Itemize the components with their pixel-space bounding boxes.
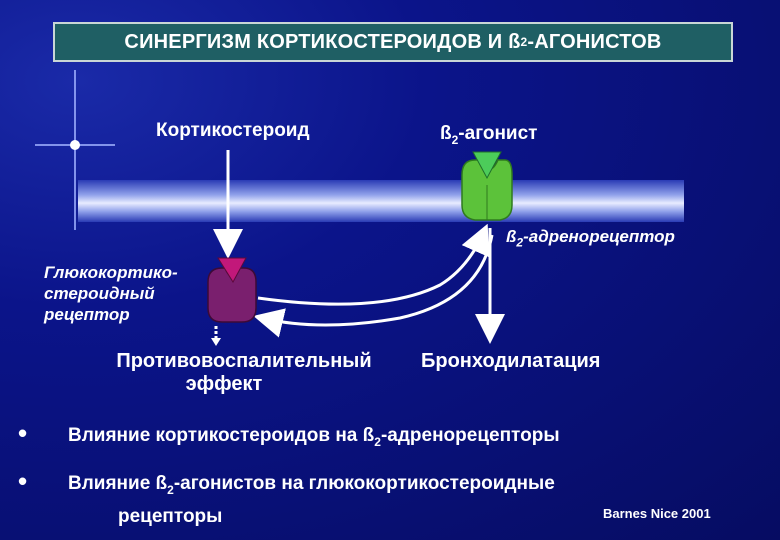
bronchodilation-label: Бронходилатация xyxy=(421,350,601,372)
bullet-1-text: Влияние кортикостероидов на ß2-адренорец… xyxy=(68,425,560,449)
agonist-label: ß2-агонист xyxy=(440,123,538,147)
agonist-pre: ß xyxy=(440,123,452,144)
citation: Barnes Nice 2001 xyxy=(603,506,711,521)
gluco-receptor-label: Глюкокортико- стероидный рецептор xyxy=(44,262,178,325)
corticosteroid-ligand-icon xyxy=(217,257,247,283)
adrenoreceptor-sub: 2 xyxy=(516,235,524,250)
bullet-2-pre: Влияние ß xyxy=(68,473,168,494)
bullet-2-text: Влияние ß2-агонистов на глюкокортикостер… xyxy=(68,473,555,497)
anti-inflammatory-line-1: Противовоспалительный xyxy=(116,350,372,372)
anti-inflammatory-label: Противовоспалительный эффект xyxy=(78,350,410,396)
corticosteroid-label: Кортикостероид xyxy=(156,120,310,141)
bullet-1-post: -адренорецепторы xyxy=(380,425,560,446)
adrenoreceptor-post: -адренорецептор xyxy=(523,227,675,246)
title-post: -АГОНИСТОВ xyxy=(527,30,662,53)
adrenoreceptor-label: ß2-адренорецептор xyxy=(506,226,675,253)
bullet-1-marker: • xyxy=(18,418,28,448)
cell-membrane xyxy=(78,180,684,222)
agonist-sub: 2 xyxy=(451,132,459,147)
bullet-2-marker: • xyxy=(18,466,28,496)
gluco-to-beta2-arrow xyxy=(257,223,490,306)
bullet-2-post: -агонистов на глюкокортикостероидные xyxy=(173,473,555,494)
gluco-receptor-line-2: стероидный xyxy=(44,284,155,303)
gluco-receptor-line-1: Глюкокортико- xyxy=(44,263,178,282)
title-pre: СИНЕРГИЗМ КОРТИКОСТЕРОИДОВ И ß xyxy=(124,30,521,53)
gluco-receptor-line-3: рецептор xyxy=(44,305,130,324)
bullet-2-sub: 2 xyxy=(167,482,174,497)
bullet-1-pre: Влияние кортикостероидов на ß xyxy=(68,425,375,446)
bullet-2-line2: рецепторы xyxy=(118,506,223,527)
gluco-receptor-icon xyxy=(207,267,257,323)
agonist-ligand-icon xyxy=(472,151,502,180)
anti-inflammatory-line-2: эффект xyxy=(185,373,263,395)
beta2-to-gluco-arrow xyxy=(253,234,494,338)
sparkle-decoration xyxy=(35,70,115,230)
adrenoreceptor-pre: ß xyxy=(506,227,517,246)
beta2-receptor-icon xyxy=(461,159,513,221)
bullet-1-sub: 2 xyxy=(374,434,381,449)
agonist-post: -агонист xyxy=(458,123,538,144)
title-sub: 2 xyxy=(520,35,528,49)
